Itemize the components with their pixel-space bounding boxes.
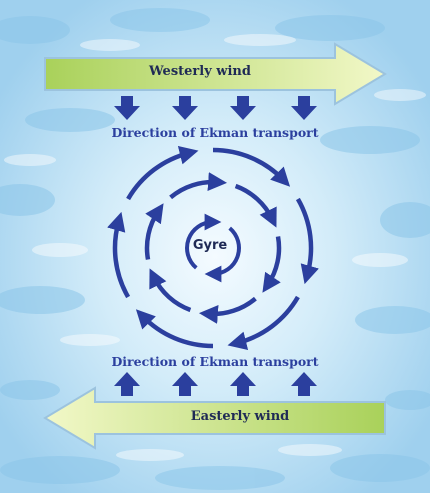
ekman-arrows-top [114,96,317,120]
gyre-arc-arrow [169,172,228,200]
ekman-up-arrow [291,372,317,396]
gyre-arc-arrow [107,211,131,299]
gyre-arc-arrow [185,213,222,270]
gyre-arc-arrow [135,309,214,349]
ekman-down-arrow [291,96,317,120]
easterly-wind-label: Easterly wind [190,409,290,424]
easterly-wind-arrow [43,386,386,450]
gyre-arc-arrow [234,183,277,228]
ekman-transport-label-top: Direction of Ekman transport [111,125,319,140]
ekman-up-arrow [114,372,140,396]
gyre-arc-arrow [262,236,282,293]
gyre-arc-arrow [295,197,319,285]
ekman-down-arrow [172,96,198,120]
ekman-down-arrow [230,96,256,120]
ekman-transport-label-bottom: Direction of Ekman transport [111,354,319,369]
gyre-arc-arrow [204,226,241,283]
ekman-down-arrow [114,96,140,120]
gyre-arc-arrow [126,146,199,201]
gyre-arc-arrow [144,203,164,260]
westerly-wind-arrow [44,42,387,106]
gyre-arc-arrow [212,147,291,187]
gyre-arc-arrow [227,295,300,350]
gyre-arc-arrow [198,296,257,324]
ekman-up-arrow [172,372,198,396]
gyre-arc-arrow [149,268,192,313]
ekman-arrows-bottom [114,372,317,396]
gyre-circulation-arrows [107,146,319,350]
westerly-wind-label: Westerly wind [149,64,251,79]
gyre-label: Gyre [192,238,228,253]
ekman-up-arrow [230,372,256,396]
